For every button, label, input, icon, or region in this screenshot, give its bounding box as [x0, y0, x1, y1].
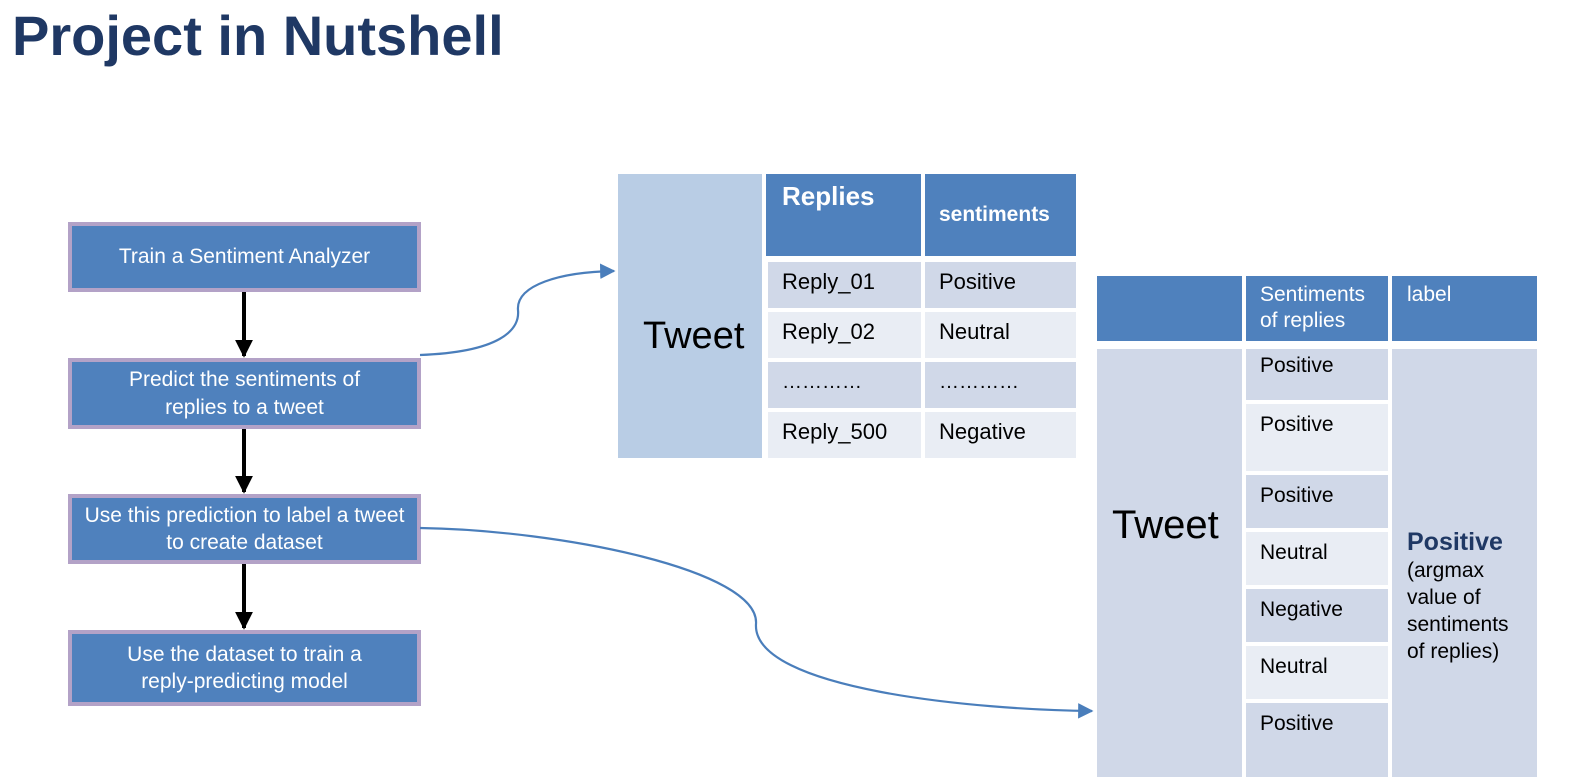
sentiments-of-replies-col-header: Sentiments of replies: [1246, 276, 1388, 341]
table-cell: …………: [768, 362, 921, 408]
connector-to-label-table: [419, 526, 1094, 719]
sentiment-cell: Positive: [1246, 703, 1388, 777]
sentiments-col-header: sentiments: [925, 174, 1076, 256]
sentiment-cell: Neutral: [1246, 532, 1388, 585]
flow-step-label: Use this prediction to label a tweet to …: [84, 503, 405, 554]
flow-step-train-model: Use the dataset to train a reply-predict…: [68, 630, 421, 706]
replies-col-header: Replies: [766, 174, 921, 256]
flow-step-predict-sentiments: Predict the sentiments of replies to a t…: [68, 358, 421, 429]
table-cell: Negative: [925, 412, 1076, 458]
table-cell: Positive: [925, 262, 1076, 308]
table-cell: …………: [925, 362, 1076, 408]
flow-step-label-tweet: Use this prediction to label a tweet to …: [68, 494, 421, 564]
table-cell: Reply_01: [768, 262, 921, 308]
label-value: Positive: [1407, 528, 1503, 556]
replies-table-tweet-column: [618, 174, 762, 458]
label-cell: Positive (argmax value of sentiments of …: [1392, 349, 1537, 777]
flow-step-train-analyzer: Train a Sentiment Analyzer: [68, 222, 421, 292]
replies-table-tweet-label: Tweet: [643, 315, 745, 357]
label-table-tweet-column: [1097, 349, 1242, 777]
table-cell: Neutral: [925, 312, 1076, 358]
sentiment-cell: Negative: [1246, 589, 1388, 642]
label-table-tweet-label: Tweet: [1112, 503, 1219, 547]
page-title: Project in Nutshell: [12, 4, 504, 67]
flow-step-label: Use the dataset to train a reply-predict…: [127, 642, 362, 693]
label-col-header: label: [1392, 276, 1537, 341]
sentiment-cell: Positive: [1246, 404, 1388, 471]
table-cell: Reply_500: [768, 412, 921, 458]
table-cell: Reply_02: [768, 312, 921, 358]
flow-step-label: Train a Sentiment Analyzer: [118, 245, 371, 269]
label-table-corner-header: [1097, 276, 1242, 341]
label-note: (argmax value of sentiments of replies): [1407, 558, 1509, 664]
connector-to-replies-table: [419, 263, 616, 357]
sentiment-cell: Positive: [1246, 475, 1388, 528]
sentiment-cell: Neutral: [1246, 646, 1388, 699]
sentiment-cell: Positive: [1246, 349, 1388, 400]
flow-step-label: Predict the sentiments of replies to a t…: [128, 368, 361, 419]
